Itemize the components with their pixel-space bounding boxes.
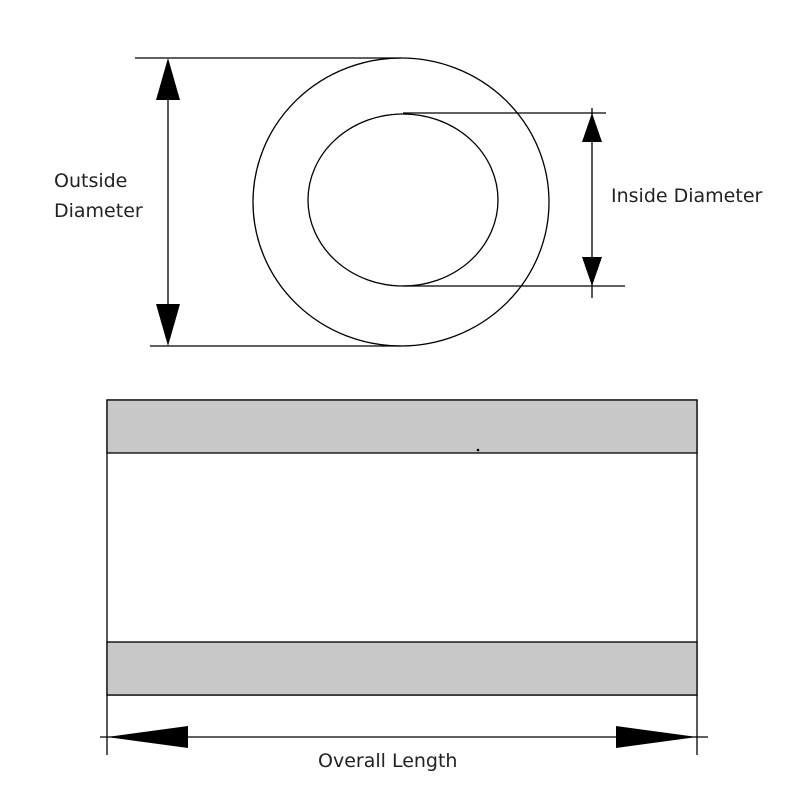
od-arrow-up-icon (156, 58, 180, 100)
side-view (100, 399, 708, 755)
outside-diameter-label-line1: Outside (54, 170, 127, 192)
outside-diameter-label-line2: Diameter (54, 200, 143, 222)
id-arrow-down-icon (582, 257, 602, 286)
bottom-wall (106, 641, 698, 696)
od-arrow-down-icon (156, 304, 180, 346)
inside-diameter-label: Inside Diameter (611, 185, 763, 207)
outer-circle (252, 57, 550, 347)
end-view (135, 57, 625, 347)
center-dot (476, 448, 480, 452)
overall-length-label: Overall Length (318, 750, 457, 772)
id-arrow-up-icon (582, 113, 602, 142)
inner-circle (307, 113, 499, 287)
top-wall (106, 399, 698, 454)
